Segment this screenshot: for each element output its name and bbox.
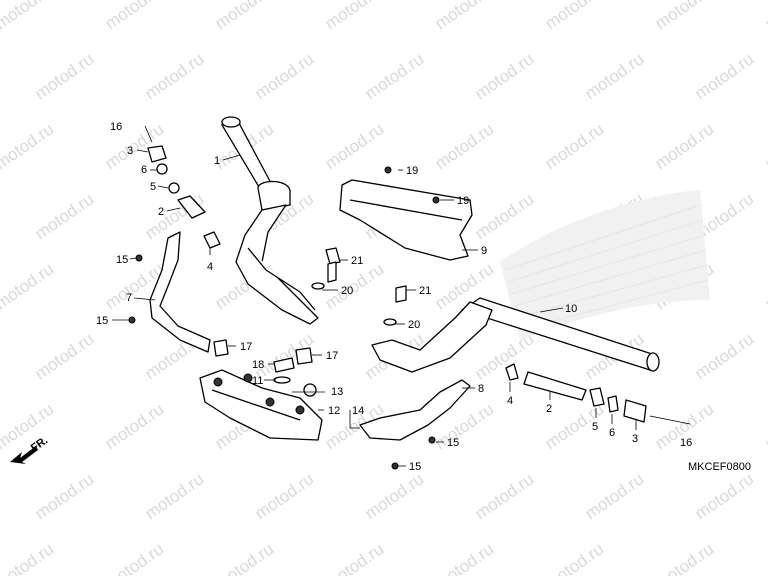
watermark-text: motod.ru: [651, 539, 717, 576]
callout-14: 14: [352, 405, 364, 417]
watermark-text: motod.ru: [31, 469, 97, 523]
watermark-text: motod.ru: [0, 539, 57, 576]
callout-13: 13: [331, 386, 343, 398]
leader-lines: [112, 149, 637, 467]
right-grip-parts: [505, 363, 691, 425]
callout-2: 2: [546, 403, 552, 415]
watermark-text: motod.ru: [691, 469, 757, 523]
callout-5: 5: [150, 181, 156, 193]
upper-cover: [339, 179, 473, 261]
callout-18: 18: [252, 359, 264, 371]
watermark-text: motod.ru: [761, 0, 768, 33]
watermark-text: motod.ru: [581, 49, 647, 103]
watermark-text: motod.ru: [471, 49, 537, 103]
watermark-text: motod.ru: [0, 119, 57, 173]
watermark-text: motod.ru: [361, 49, 427, 103]
brand-wing-logo: [500, 190, 710, 340]
callout-6: 6: [609, 427, 615, 439]
left-grip-parts: [144, 125, 221, 249]
callout-17: 17: [240, 341, 252, 353]
watermark-text: motod.ru: [101, 399, 167, 453]
right-handlebar: [371, 297, 660, 373]
watermark-text: motod.ru: [31, 329, 97, 383]
callout-labels: 1 2 2 3 3 4 4 5 5 6 6 7 8 9 10 11 12 13 …: [96, 121, 692, 473]
callout-15: 15: [96, 315, 108, 327]
callout-2: 2: [158, 206, 164, 218]
watermark-text: motod.ru: [541, 119, 607, 173]
watermark-text: motod.ru: [211, 539, 277, 576]
watermark-text: motod.ru: [651, 119, 717, 173]
watermark-text: motod.ru: [431, 0, 497, 33]
watermark-text: motod.ru: [471, 189, 537, 243]
watermark-text: motod.ru: [141, 469, 207, 523]
watermark-text: motod.ru: [31, 189, 97, 243]
callout-3: 3: [632, 433, 638, 445]
watermark-text: motod.ru: [761, 119, 768, 173]
callout-4: 4: [207, 261, 213, 273]
front-arrow-icon: [10, 446, 38, 464]
callout-8: 8: [478, 383, 484, 395]
watermark-text: motod.ru: [581, 469, 647, 523]
handlebar-holder: [199, 369, 323, 441]
callout-19: 19: [457, 195, 469, 207]
callout-12: 12: [328, 405, 340, 417]
watermark-text: motod.ru: [101, 0, 167, 33]
watermark-text: motod.ru: [651, 0, 717, 33]
watermark-text: motod.ru: [0, 259, 57, 313]
callout-17: 17: [326, 350, 338, 362]
watermark-text: motod.ru: [251, 49, 317, 103]
watermark-text: motod.ru: [321, 119, 387, 173]
callout-3: 3: [127, 145, 133, 157]
watermark-text: motod.ru: [541, 539, 607, 576]
callout-15: 15: [116, 254, 128, 266]
callout-5: 5: [592, 421, 598, 433]
callout-16: 16: [110, 121, 122, 133]
fasteners: [128, 166, 440, 470]
watermark-text: motod.ru: [31, 49, 97, 103]
callout-7: 7: [126, 292, 132, 304]
callout-15: 15: [409, 461, 421, 473]
watermark-text: motod.ru: [541, 0, 607, 33]
callout-9: 9: [481, 245, 487, 257]
watermark-text: motod.ru: [141, 49, 207, 103]
callout-4: 4: [507, 395, 513, 407]
callout-10: 10: [565, 303, 577, 315]
watermark-text: motod.ru: [761, 539, 768, 576]
left-bracket: [149, 231, 211, 353]
watermark-text: motod.ru: [321, 539, 387, 576]
callout-21: 21: [419, 285, 431, 297]
callout-15: 15: [447, 437, 459, 449]
watermark-text: motod.ru: [691, 329, 757, 383]
watermark-text: motod.ru: [431, 119, 497, 173]
watermark-text: motod.ru: [211, 0, 277, 33]
callout-16: 16: [680, 437, 692, 449]
watermark-text: motod.ru: [321, 0, 387, 33]
right-bracket: [359, 379, 471, 441]
watermark-text: motod.ru: [361, 469, 427, 523]
watermark-text: motod.ru: [0, 0, 57, 33]
callout-11: 11: [252, 375, 263, 387]
watermark-text: motod.ru: [251, 469, 317, 523]
watermark-text: motod.ru: [471, 469, 537, 523]
callout-1: 1: [214, 155, 220, 167]
watermark-text: motod.ru: [761, 399, 768, 453]
callout-21: 21: [351, 255, 363, 267]
watermark-text: motod.ru: [431, 539, 497, 576]
diagram-code: MKCEF0800: [688, 461, 751, 473]
left-handlebar: [221, 116, 319, 325]
watermark-text: motod.ru: [691, 49, 757, 103]
callout-20: 20: [341, 285, 353, 297]
callout-19: 19: [406, 165, 418, 177]
watermark-text: motod.ru: [101, 539, 167, 576]
callout-20: 20: [408, 319, 420, 331]
watermark-text: motod.ru: [761, 259, 768, 313]
callout-6: 6: [141, 164, 147, 176]
